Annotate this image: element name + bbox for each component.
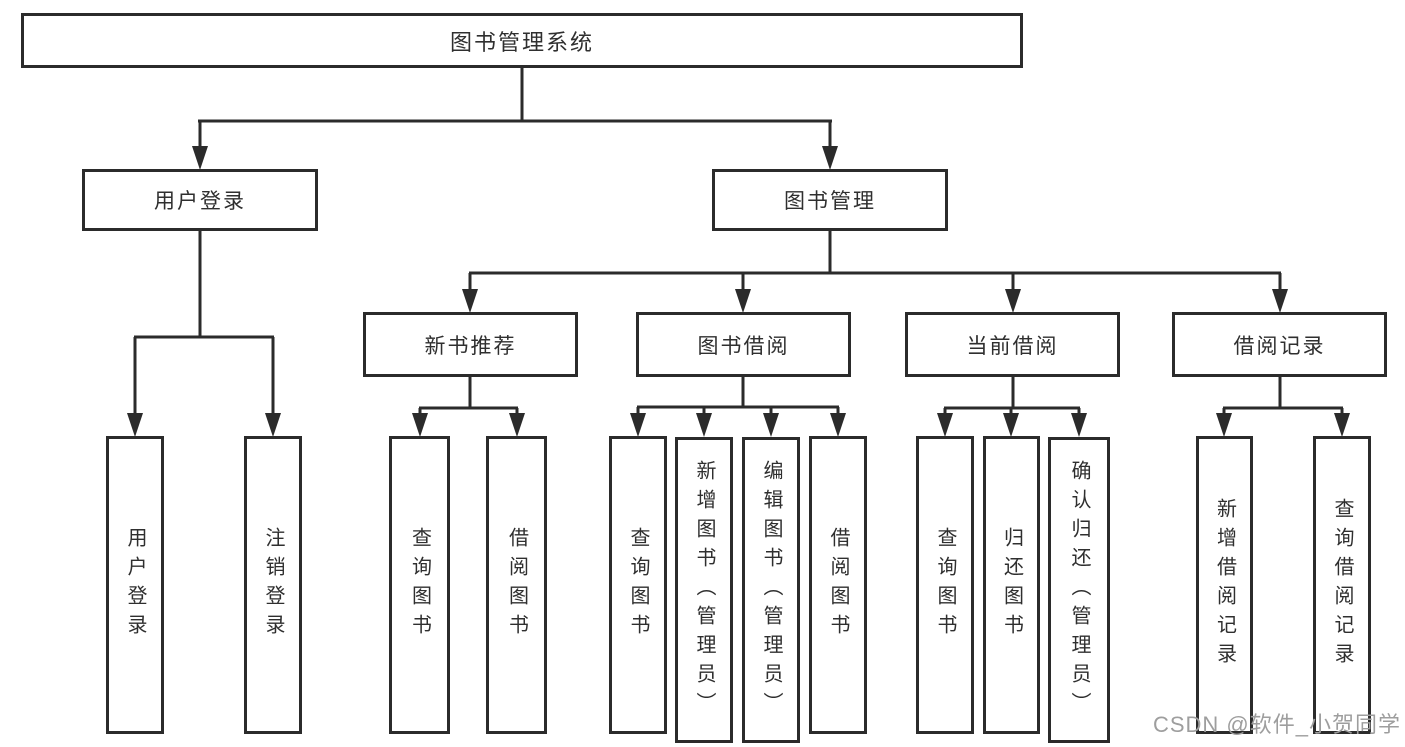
node-borrow-records: 借阅记录 (1172, 312, 1387, 377)
leaf-user-login: 用户登录 (106, 436, 164, 734)
leaf-logout: 注销登录 (244, 436, 302, 734)
leaf-query-books-borrowing: 查询图书 (609, 436, 667, 734)
leaf-add-book-admin: 新增图书（管理员） (675, 437, 733, 743)
leaf-borrow-books-recommend: 借阅图书 (486, 436, 547, 734)
leaf-return-books: 归还图书 (983, 436, 1040, 734)
leaf-query-books-recommend: 查询图书 (389, 436, 450, 734)
csdn-watermark: CSDN @软件_小贺同学 (1152, 712, 1401, 737)
node-root: 图书管理系统 (21, 13, 1023, 68)
node-book-borrowing: 图书借阅 (636, 312, 851, 377)
node-book-management: 图书管理 (712, 169, 948, 231)
leaf-confirm-return-admin: 确认归还（管理员） (1048, 437, 1110, 743)
node-new-book-recommend: 新书推荐 (363, 312, 578, 377)
leaf-query-books-current: 查询图书 (916, 436, 974, 734)
leaf-edit-book-admin: 编辑图书（管理员） (742, 437, 800, 743)
node-user-login: 用户登录 (82, 169, 318, 231)
leaf-borrow-books-borrowing: 借阅图书 (809, 436, 867, 734)
node-current-borrowing: 当前借阅 (905, 312, 1120, 377)
leaf-query-borrow-record: 查询借阅记录 (1313, 436, 1371, 734)
leaf-add-borrow-record: 新增借阅记录 (1196, 436, 1253, 734)
